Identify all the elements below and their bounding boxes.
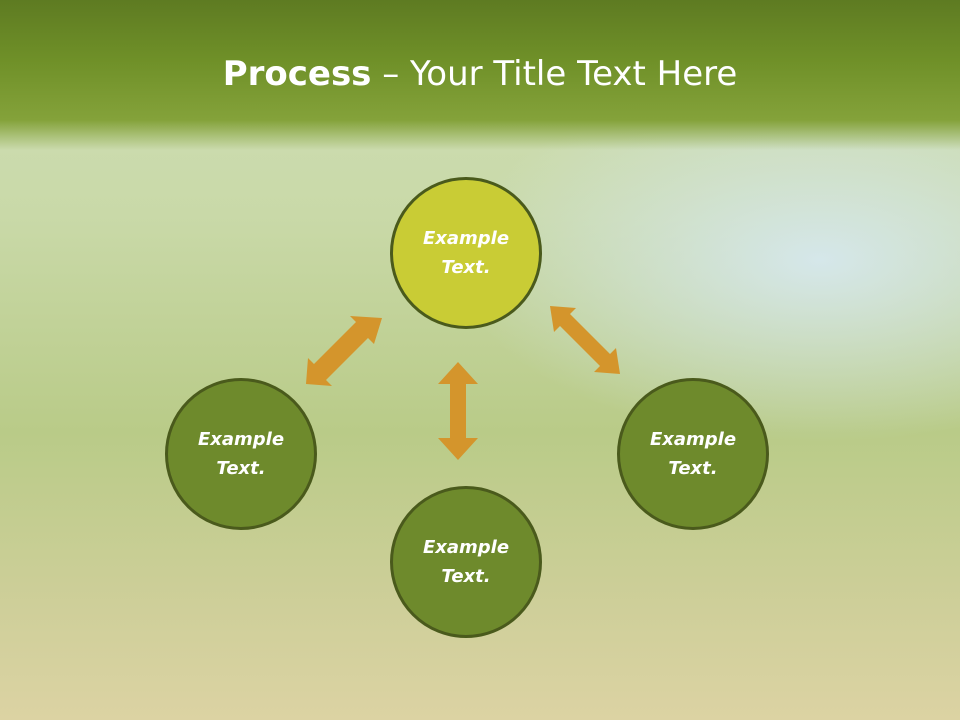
node-right-text: Example Text.: [649, 429, 737, 479]
process-node-bottom[interactable]: Example Text.: [390, 486, 542, 638]
arrow-top-left: [306, 316, 382, 386]
title-bold: Process: [222, 54, 372, 94]
arrow-top-right: [550, 306, 620, 374]
node-left-text: Example Text.: [197, 429, 285, 479]
node-bottom-text: Example Text.: [422, 537, 510, 587]
title-rest: – Your Title Text Here: [371, 54, 738, 94]
slide-title: Process – Your Title Text Here: [0, 52, 960, 96]
arrow-vertical: [438, 362, 478, 460]
title-bar: [0, 0, 960, 150]
process-node-left[interactable]: Example Text.: [165, 378, 317, 530]
node-top-text: Example Text.: [422, 228, 510, 278]
process-node-top[interactable]: Example Text.: [390, 177, 542, 329]
process-node-right[interactable]: Example Text.: [617, 378, 769, 530]
